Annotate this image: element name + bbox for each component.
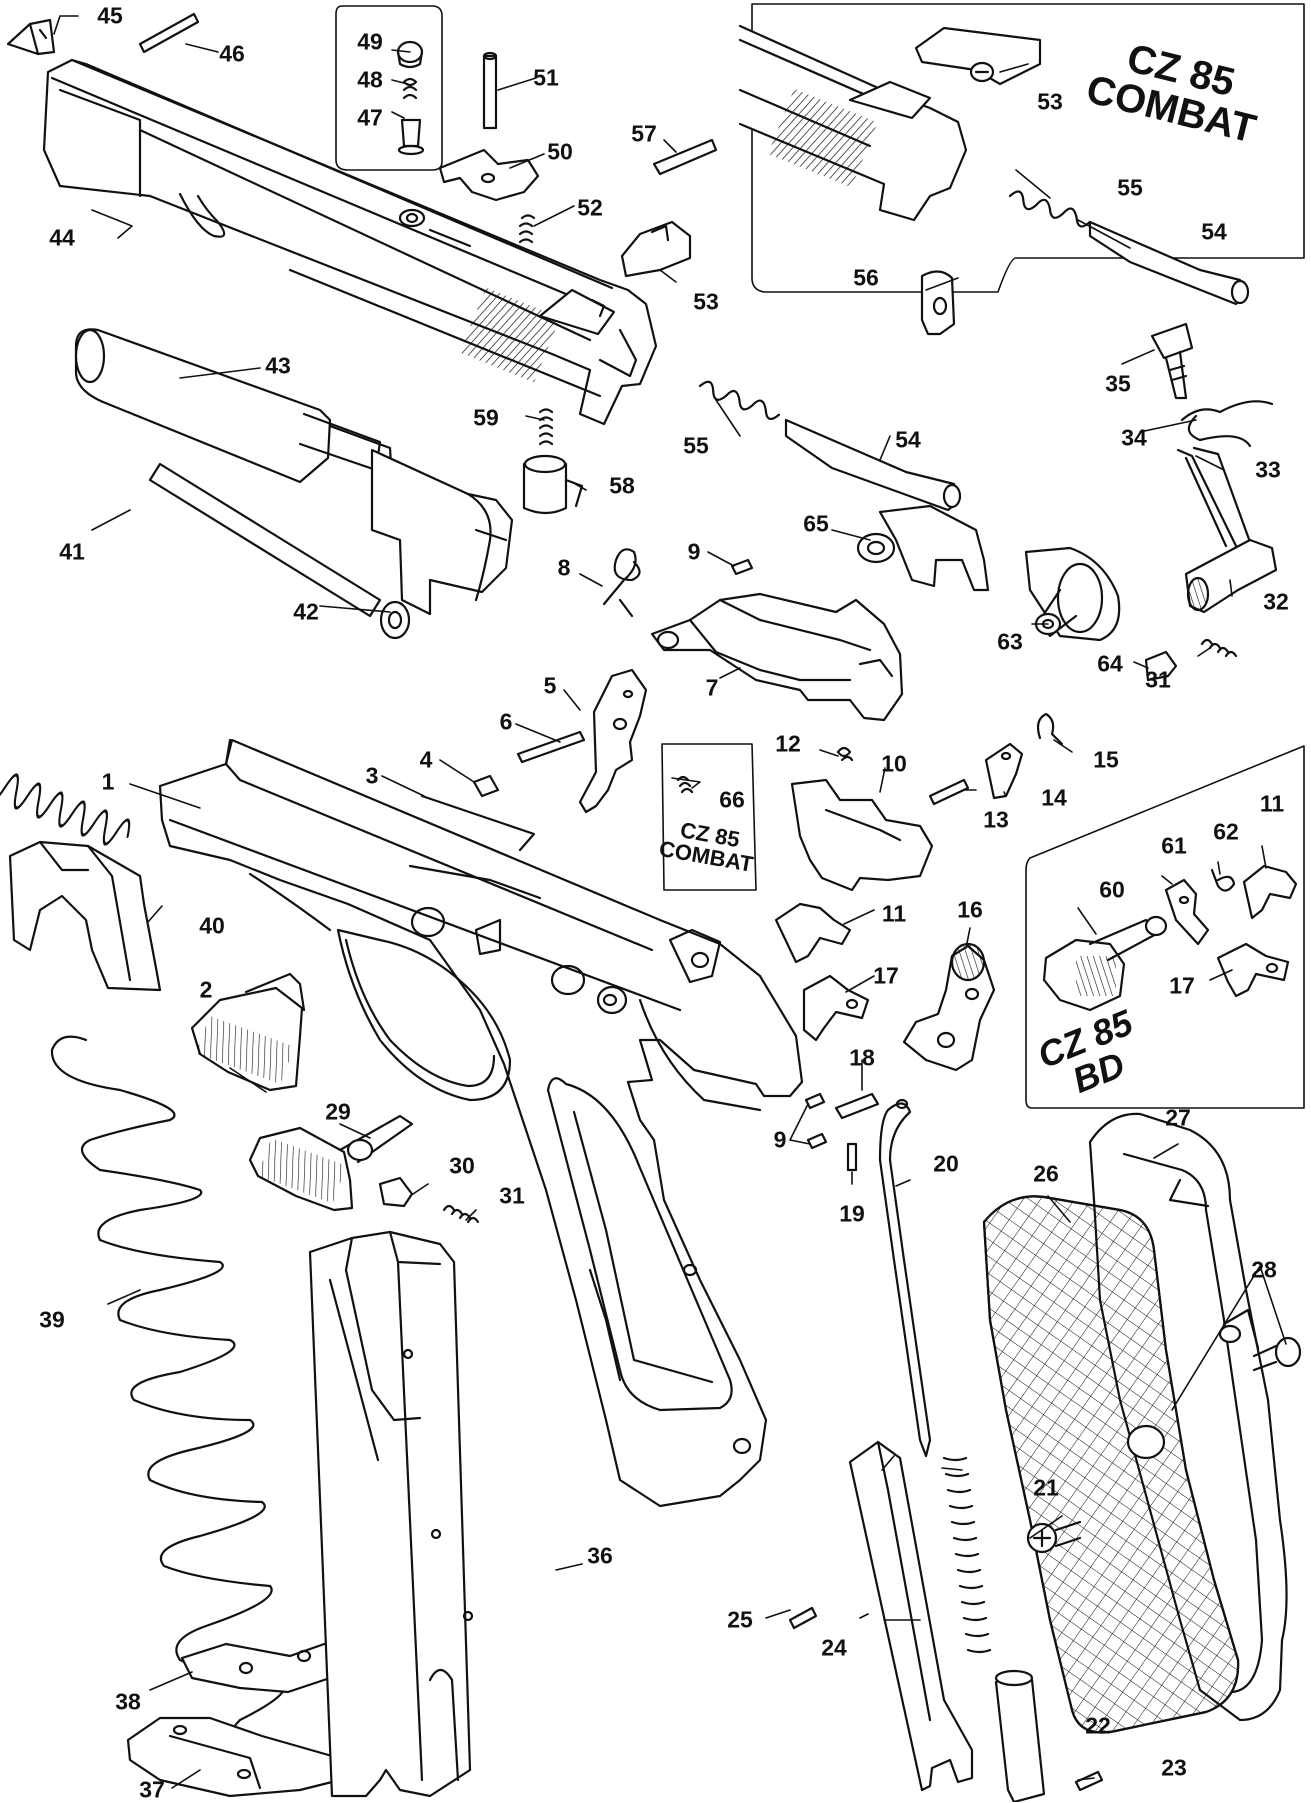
- callout-42: 42: [293, 598, 319, 625]
- callout-1: 1: [101, 768, 115, 795]
- callout-31-right: 31: [1145, 666, 1171, 693]
- callout-62: 62: [1213, 818, 1239, 845]
- callout-45: 45: [97, 2, 123, 29]
- callout-21: 21: [1033, 1474, 1059, 1501]
- callout-44: 44: [49, 224, 75, 251]
- callout-25: 25: [727, 1606, 753, 1633]
- callout-17-main: 17: [873, 962, 899, 989]
- callout-57: 57: [631, 120, 657, 147]
- callout-15: 15: [1093, 746, 1119, 773]
- callout-23: 23: [1161, 1754, 1187, 1781]
- callout-55-main: 55: [683, 432, 709, 459]
- callout-18: 18: [849, 1044, 875, 1071]
- callout-8: 8: [557, 554, 571, 581]
- callout-16: 16: [957, 896, 983, 923]
- callout-43: 43: [265, 352, 291, 379]
- callout-51: 51: [533, 64, 559, 91]
- callout-58: 58: [609, 472, 635, 499]
- callout-47: 47: [357, 104, 383, 131]
- callout-27: 27: [1165, 1104, 1191, 1131]
- callout-26: 26: [1033, 1160, 1059, 1187]
- callout-29: 29: [325, 1098, 351, 1125]
- panel-cz85-combat-top: [751, 3, 1305, 293]
- callout-53-top: 53: [1037, 88, 1063, 115]
- callout-31-left: 31: [499, 1182, 525, 1209]
- callout-37: 37: [139, 1776, 165, 1803]
- callout-12: 12: [775, 730, 801, 757]
- callout-46: 46: [219, 40, 245, 67]
- callout-5: 5: [543, 672, 557, 699]
- callout-35: 35: [1105, 370, 1131, 397]
- callout-13: 13: [983, 806, 1009, 833]
- callout-11-bd: 11: [1259, 790, 1285, 817]
- callout-11-main: 11: [881, 900, 907, 927]
- callout-28: 28: [1251, 1256, 1277, 1283]
- callout-61: 61: [1161, 832, 1187, 859]
- callout-65: 65: [803, 510, 829, 537]
- callout-41: 41: [59, 538, 85, 565]
- callout-36: 36: [587, 1542, 613, 1569]
- callout-38: 38: [115, 1688, 141, 1715]
- callout-6: 6: [499, 708, 513, 735]
- callout-40: 40: [199, 912, 225, 939]
- callout-53-main: 53: [693, 288, 719, 315]
- callout-4: 4: [419, 746, 433, 773]
- callout-63: 63: [997, 628, 1023, 655]
- callout-48: 48: [357, 66, 383, 93]
- callout-33: 33: [1255, 456, 1281, 483]
- panel-cz85-bd: [1025, 745, 1305, 1109]
- callout-54-top: 54: [1201, 218, 1227, 245]
- callout-64: 64: [1097, 650, 1123, 677]
- callout-17-bd: 17: [1169, 972, 1195, 999]
- callout-19: 19: [839, 1200, 865, 1227]
- callout-3: 3: [365, 762, 379, 789]
- callout-59: 59: [473, 404, 499, 431]
- callout-66: 66: [719, 786, 745, 813]
- callout-55-top: 55: [1117, 174, 1143, 201]
- callout-34: 34: [1121, 424, 1147, 451]
- panel-cz85-combat-66: [661, 743, 757, 891]
- callout-30: 30: [449, 1152, 475, 1179]
- callout-39: 39: [39, 1306, 65, 1333]
- callout-9-top: 9: [687, 538, 701, 565]
- callout-24: 24: [821, 1634, 847, 1661]
- callout-49: 49: [357, 28, 383, 55]
- callout-60: 60: [1099, 876, 1125, 903]
- callout-9-bottom: 9: [773, 1126, 787, 1153]
- callout-22: 22: [1085, 1712, 1111, 1739]
- callout-14: 14: [1041, 784, 1067, 811]
- panel-parts-47-49: [335, 5, 443, 171]
- callout-52: 52: [577, 194, 603, 221]
- callout-56: 56: [853, 264, 879, 291]
- callout-50: 50: [547, 138, 573, 165]
- callout-20: 20: [933, 1150, 959, 1177]
- callout-7: 7: [705, 674, 719, 701]
- callout-10: 10: [881, 750, 907, 777]
- callout-2: 2: [199, 976, 213, 1003]
- callout-32: 32: [1263, 588, 1289, 615]
- callout-54-main: 54: [895, 426, 921, 453]
